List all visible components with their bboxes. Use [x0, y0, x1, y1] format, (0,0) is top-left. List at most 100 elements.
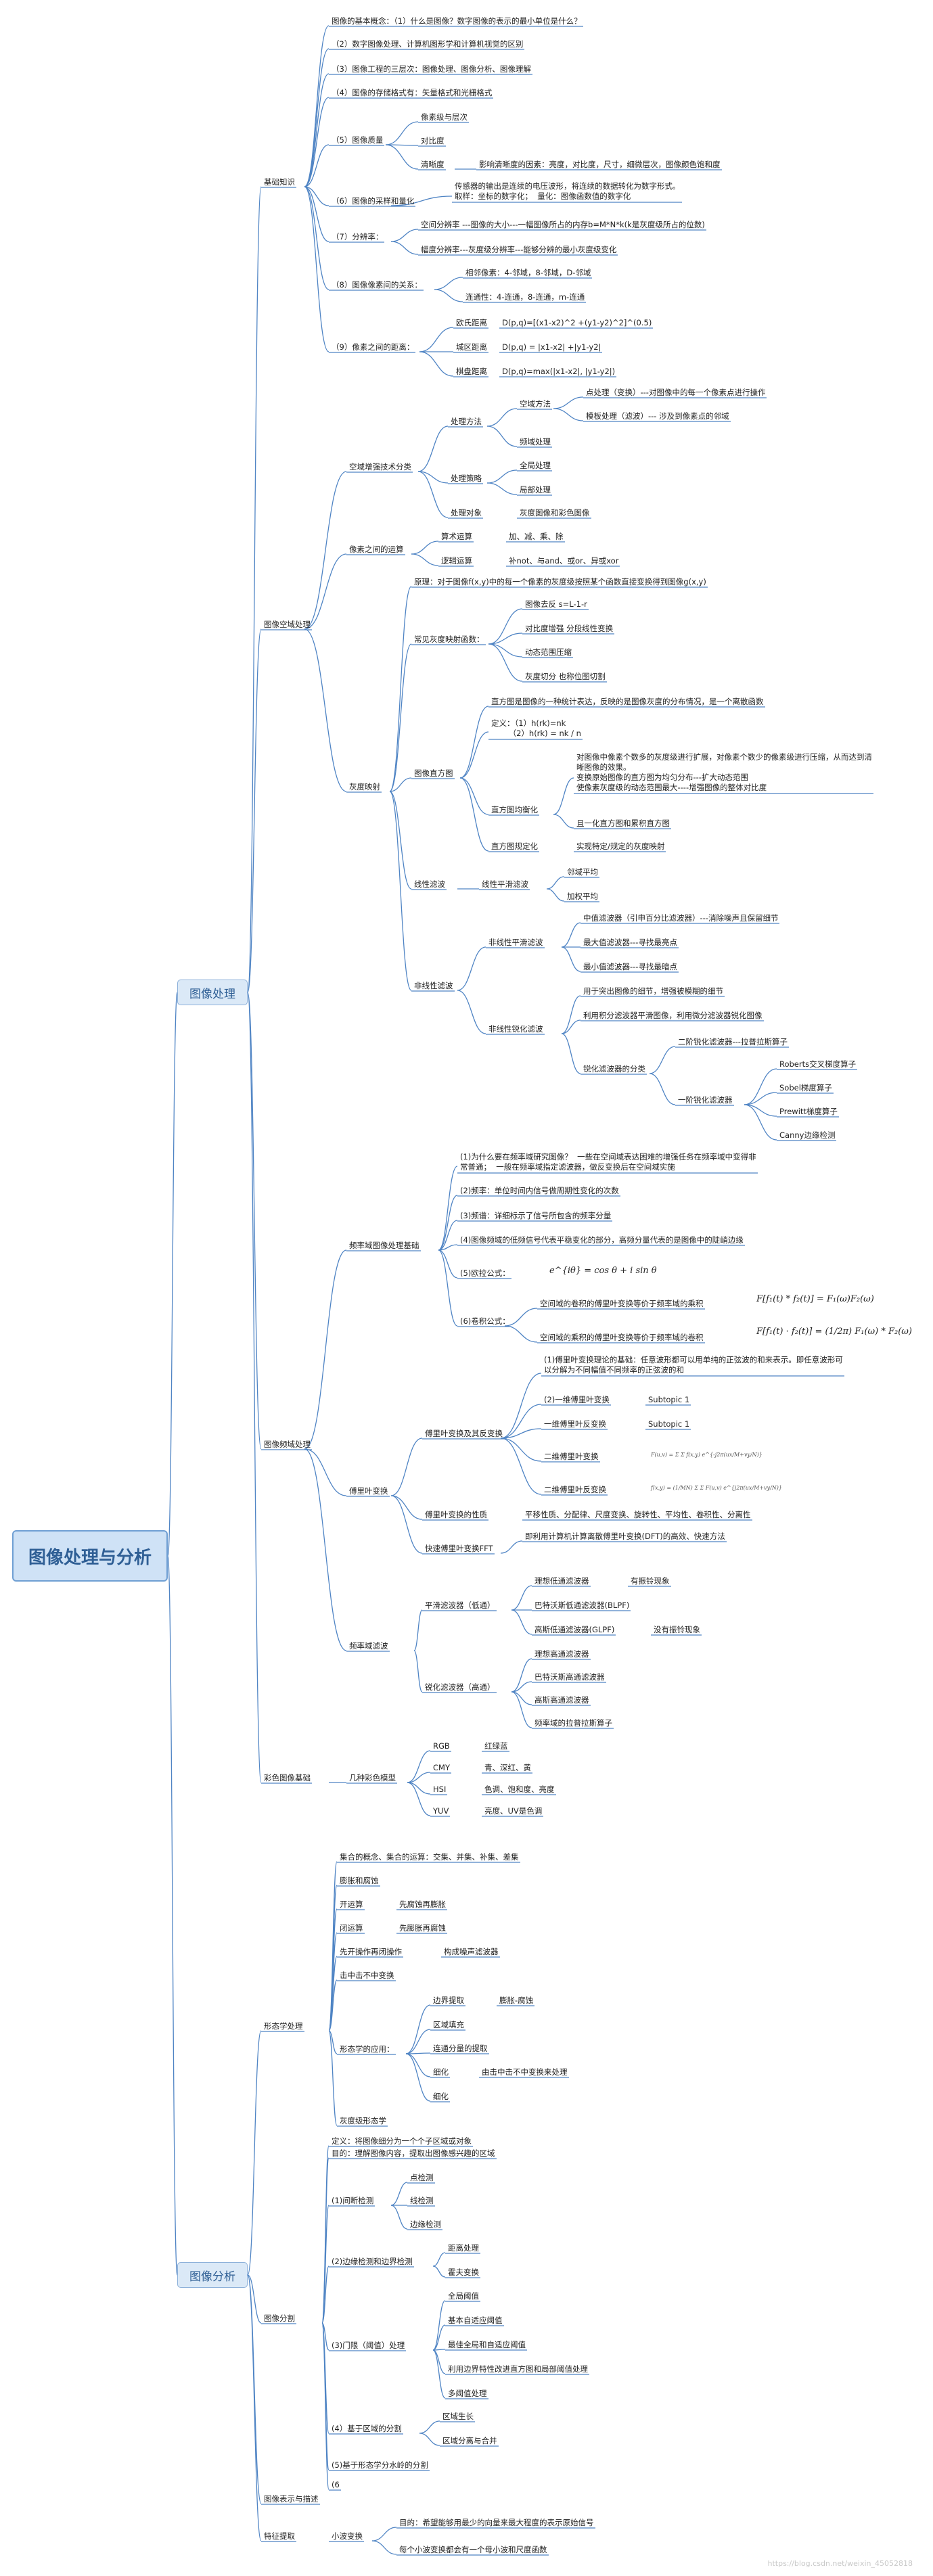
butterworth-lowpass[interactable]: 巴特沃斯低通滤波器(BLPF): [534, 1601, 630, 1610]
global-processing[interactable]: 全局处理: [520, 461, 551, 470]
line-detect[interactable]: 线检测: [410, 2196, 434, 2205]
color-models[interactable]: 几种彩色模型: [349, 1773, 396, 1782]
hough-transform[interactable]: 霍夫变换: [448, 2268, 479, 2277]
morph-close[interactable]: 闭运算: [340, 1923, 363, 1933]
section-morphology[interactable]: 形态学处理: [264, 2021, 303, 2031]
neighbor-average[interactable]: 邻域平均: [567, 867, 598, 877]
basics-resolution[interactable]: （7）分辨率：: [332, 232, 384, 242]
ft-1d[interactable]: (2)一维傅里叶变换: [544, 1395, 610, 1404]
conv-product[interactable]: 空间域的乘积的傅里叶变换等价于频率域的卷积: [540, 1333, 704, 1342]
section-segmentation[interactable]: 图像分割: [264, 2314, 295, 2323]
branch-image-processing[interactable]: 图像处理: [177, 980, 248, 1005]
region-split-merge[interactable]: 区域分离与合并: [442, 2436, 497, 2445]
gray-color-image[interactable]: 灰度图像和彩色图像: [520, 508, 590, 518]
second-order-sharpen[interactable]: 二阶锐化滤波器---拉普拉斯算子: [678, 1037, 788, 1046]
prewitt-operator[interactable]: Prewitt梯度算子: [779, 1107, 838, 1116]
sharpen-method[interactable]: 利用积分滤波器平滑图像，利用微分滤波器锐化图像: [583, 1011, 763, 1020]
sharpness-factors[interactable]: 影响清晰度的因素：亮度，对比度，尺寸，细微层次，图像颜色饱和度: [479, 160, 721, 169]
gray-slice[interactable]: 灰度切分 也称位图切割: [525, 672, 606, 681]
morph-sets[interactable]: 集合的概念、集合的运算：交集、并集、补集、差集: [340, 1852, 519, 1862]
basics-diff[interactable]: （2）数字图像处理、计算机图形学和计算机视觉的区别: [332, 39, 524, 49]
gray-morphology[interactable]: 灰度级形态学: [340, 2116, 386, 2125]
max-filter[interactable]: 最大值滤波器---寻找最亮点: [583, 938, 677, 947]
roberts-operator[interactable]: Roberts交叉梯度算子: [779, 1059, 857, 1069]
sobel-operator[interactable]: Sobel梯度算子: [779, 1083, 832, 1092]
ideal-lowpass[interactable]: 理想低通滤波器: [534, 1576, 589, 1586]
freq-why[interactable]: (1)为什么要在频率域研究图像？ 一些在空间域表达困难的增强任务在频率域中变得非…: [460, 1152, 756, 1172]
quality-contrast[interactable]: 对比度: [421, 136, 445, 145]
linear-filter[interactable]: 线性滤波: [414, 879, 445, 889]
morph-close-desc[interactable]: 先膨胀再腐蚀: [399, 1923, 446, 1933]
section-spatial[interactable]: 图像空域处理: [264, 620, 311, 629]
histogram-equalization[interactable]: 直方图均衡化: [491, 805, 538, 814]
freq-laplacian[interactable]: 频率域的拉普拉斯算子: [534, 1718, 612, 1728]
ft-and-inverse[interactable]: 傅里叶变换及其反变换: [425, 1429, 503, 1438]
pixel-neighbors[interactable]: 相邻像素：4-邻域，8-邻域，D-邻域: [465, 268, 591, 277]
ft-properties-list[interactable]: 平移性质、分配律、尺度变换、旋转性、平均性、卷积性、分离性: [525, 1510, 751, 1519]
seg-purpose[interactable]: 目的：理解图像内容，提取出图像感兴趣的区域: [332, 2148, 495, 2158]
connected-components[interactable]: 连通分量的提取: [433, 2044, 488, 2053]
linear-smooth-filter[interactable]: 线性平滑滤波: [482, 879, 528, 889]
dist-chessboard-formula[interactable]: D(p,q)=max(|x1-x2|, |y1-y2|): [502, 367, 616, 376]
ft-2d[interactable]: 二维傅里叶变换: [544, 1452, 599, 1461]
point-detect[interactable]: 点检测: [410, 2173, 434, 2182]
distance-processing[interactable]: 距离处理: [448, 2243, 479, 2253]
multi-threshold[interactable]: 多阈值处理: [448, 2389, 487, 2398]
model-cmy[interactable]: CMY: [433, 1763, 450, 1772]
ft-properties[interactable]: 傅里叶变换的性质: [425, 1510, 487, 1519]
nonlinear-smooth[interactable]: 非线性平滑滤波: [488, 938, 543, 947]
model-cmy-desc[interactable]: 青、深红、黄: [484, 1763, 531, 1772]
region-growing[interactable]: 区域生长: [442, 2412, 474, 2421]
image-histogram[interactable]: 图像直方图: [414, 768, 453, 778]
conv-spatial[interactable]: 空间域的卷积的傅里叶变换等价于频率域的乘积: [540, 1299, 704, 1308]
dist-cityblock[interactable]: 城区距离: [456, 342, 487, 352]
hist-eq-desc[interactable]: 对图像中像素个数多的灰度级进行扩展，对像素个数少的像素级进行压缩，从而达到清 晰…: [576, 752, 872, 792]
seg-region-based[interactable]: (4）基于区域的分割: [332, 2424, 402, 2433]
thinning-desc[interactable]: 由击中击不中变换来处理: [482, 2067, 568, 2077]
pixel-connectivity[interactable]: 连通性：4-连通，8-连通，m-连通: [465, 292, 585, 302]
morph-hit-miss[interactable]: 击中击不中变换: [340, 1971, 394, 1980]
boundary-extraction-desc[interactable]: 膨胀-腐蚀: [499, 1996, 534, 2005]
gaussian-lowpass[interactable]: 高斯低通滤波器(GLPF): [534, 1625, 615, 1634]
logic-ops-values[interactable]: 补not、与and、或or、异或xor: [509, 556, 619, 566]
spatial-strategy[interactable]: 处理策略: [451, 474, 482, 483]
nonlinear-sharpen[interactable]: 非线性锐化滤波: [488, 1024, 543, 1034]
seg-discontinuity[interactable]: (1)间断检测: [332, 2196, 374, 2205]
gray-mapping[interactable]: 灰度映射: [349, 782, 380, 791]
common-gray-functions[interactable]: 常见灰度映射函数：: [414, 635, 484, 644]
ft-1d-subtopic[interactable]: Subtopic 1: [648, 1395, 690, 1404]
pixel-operations[interactable]: 像素之间的运算: [349, 545, 404, 554]
thinning-2[interactable]: 细化: [433, 2092, 449, 2101]
ideal-highpass[interactable]: 理想高通滤波器: [534, 1649, 589, 1659]
basics-distance[interactable]: （9）像素之间的距离：: [332, 342, 415, 352]
dist-cityblock-formula[interactable]: D(p,q) = |x1-x2| +|y1-y2|: [502, 342, 601, 352]
basics-storage[interactable]: （4）图像的存储格式有：矢量格式和光栅格式: [332, 88, 493, 97]
canny-edge[interactable]: Canny边缘检测: [779, 1130, 836, 1140]
spatial-domain-method[interactable]: 空域方法: [520, 399, 551, 409]
section-representation[interactable]: 图像表示与描述: [264, 2494, 319, 2504]
morph-open-desc[interactable]: 先腐蚀再膨胀: [399, 1900, 446, 1909]
euler-formula-label[interactable]: (5)欧拉公式：: [460, 1268, 510, 1278]
freq-definition[interactable]: (2)频率：单位时间内信号做周期性变化的次数: [460, 1186, 619, 1195]
section-color[interactable]: 彩色图像基础: [264, 1773, 311, 1782]
morph-noise-filter[interactable]: 构成噪声滤波器: [444, 1947, 499, 1956]
sampling-desc[interactable]: 传感器的输出是连续的电压波形，将连续的数据转化为数字形式。 取样：坐标的数字化；…: [455, 181, 681, 201]
nonlinear-filter[interactable]: 非线性滤波: [414, 981, 453, 990]
morph-open[interactable]: 开运算: [340, 1900, 363, 1909]
sharpen-classes[interactable]: 锐化滤波器的分类: [583, 1064, 645, 1074]
model-yuv[interactable]: YUV: [433, 1806, 449, 1816]
morph-dilate-erode[interactable]: 膨胀和腐蚀: [340, 1876, 379, 1885]
basics-pixel-relation[interactable]: （8）图像像素间的关系：: [332, 280, 422, 290]
gaussian-no-ringing[interactable]: 没有振铃现象: [654, 1625, 700, 1634]
dist-chessboard[interactable]: 棋盘距离: [456, 367, 487, 376]
ideal-lowpass-ringing[interactable]: 有振铃现象: [631, 1576, 670, 1586]
section-basics[interactable]: 基础知识: [264, 177, 295, 187]
basics-concept[interactable]: 图像的基本概念：（1）什么是图像？数字图像的表示的最小单位是什么？: [332, 16, 582, 26]
fourier-transform[interactable]: 傅里叶变换: [349, 1486, 388, 1496]
smooth-lowpass[interactable]: 平滑滤波器（低通）: [425, 1601, 495, 1610]
seg-six[interactable]: (6: [332, 2480, 340, 2489]
seg-edge-boundary[interactable]: (2)边缘检测和边界检测: [332, 2257, 413, 2266]
quality-sharpness[interactable]: 清晰度: [421, 160, 445, 169]
section-frequency[interactable]: 图像频域处理: [264, 1440, 311, 1449]
optimal-threshold[interactable]: 最佳全局和自适应阈值: [448, 2340, 526, 2349]
